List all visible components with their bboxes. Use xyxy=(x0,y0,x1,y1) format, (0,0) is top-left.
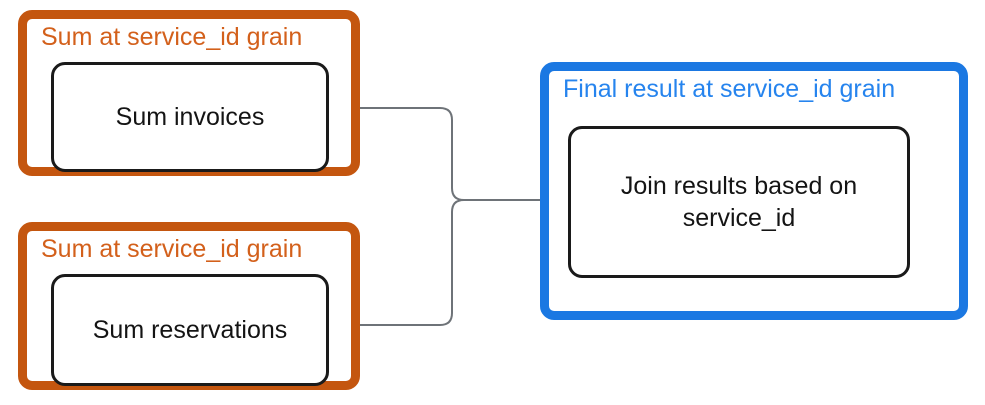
group-sum-invoices[interactable]: Sum at service_id grain Sum invoices xyxy=(18,10,360,176)
group-final-result[interactable]: Final result at service_id grain Join re… xyxy=(540,62,968,320)
connector-invoices-to-join xyxy=(338,107,561,204)
node-sum-reservations[interactable]: Sum reservations xyxy=(51,274,329,386)
group-title-sum-reservations: Sum at service_id grain xyxy=(41,235,303,263)
group-title-final-result: Final result at service_id grain xyxy=(563,75,896,103)
node-sum-invoices[interactable]: Sum invoices xyxy=(51,62,329,172)
node-join-results[interactable]: Join results based on service_id xyxy=(568,126,910,278)
group-sum-reservations[interactable]: Sum at service_id grain Sum reservations xyxy=(18,222,360,390)
group-title-sum-invoices: Sum at service_id grain xyxy=(41,23,303,51)
connector-reservations-to-join xyxy=(338,199,560,326)
